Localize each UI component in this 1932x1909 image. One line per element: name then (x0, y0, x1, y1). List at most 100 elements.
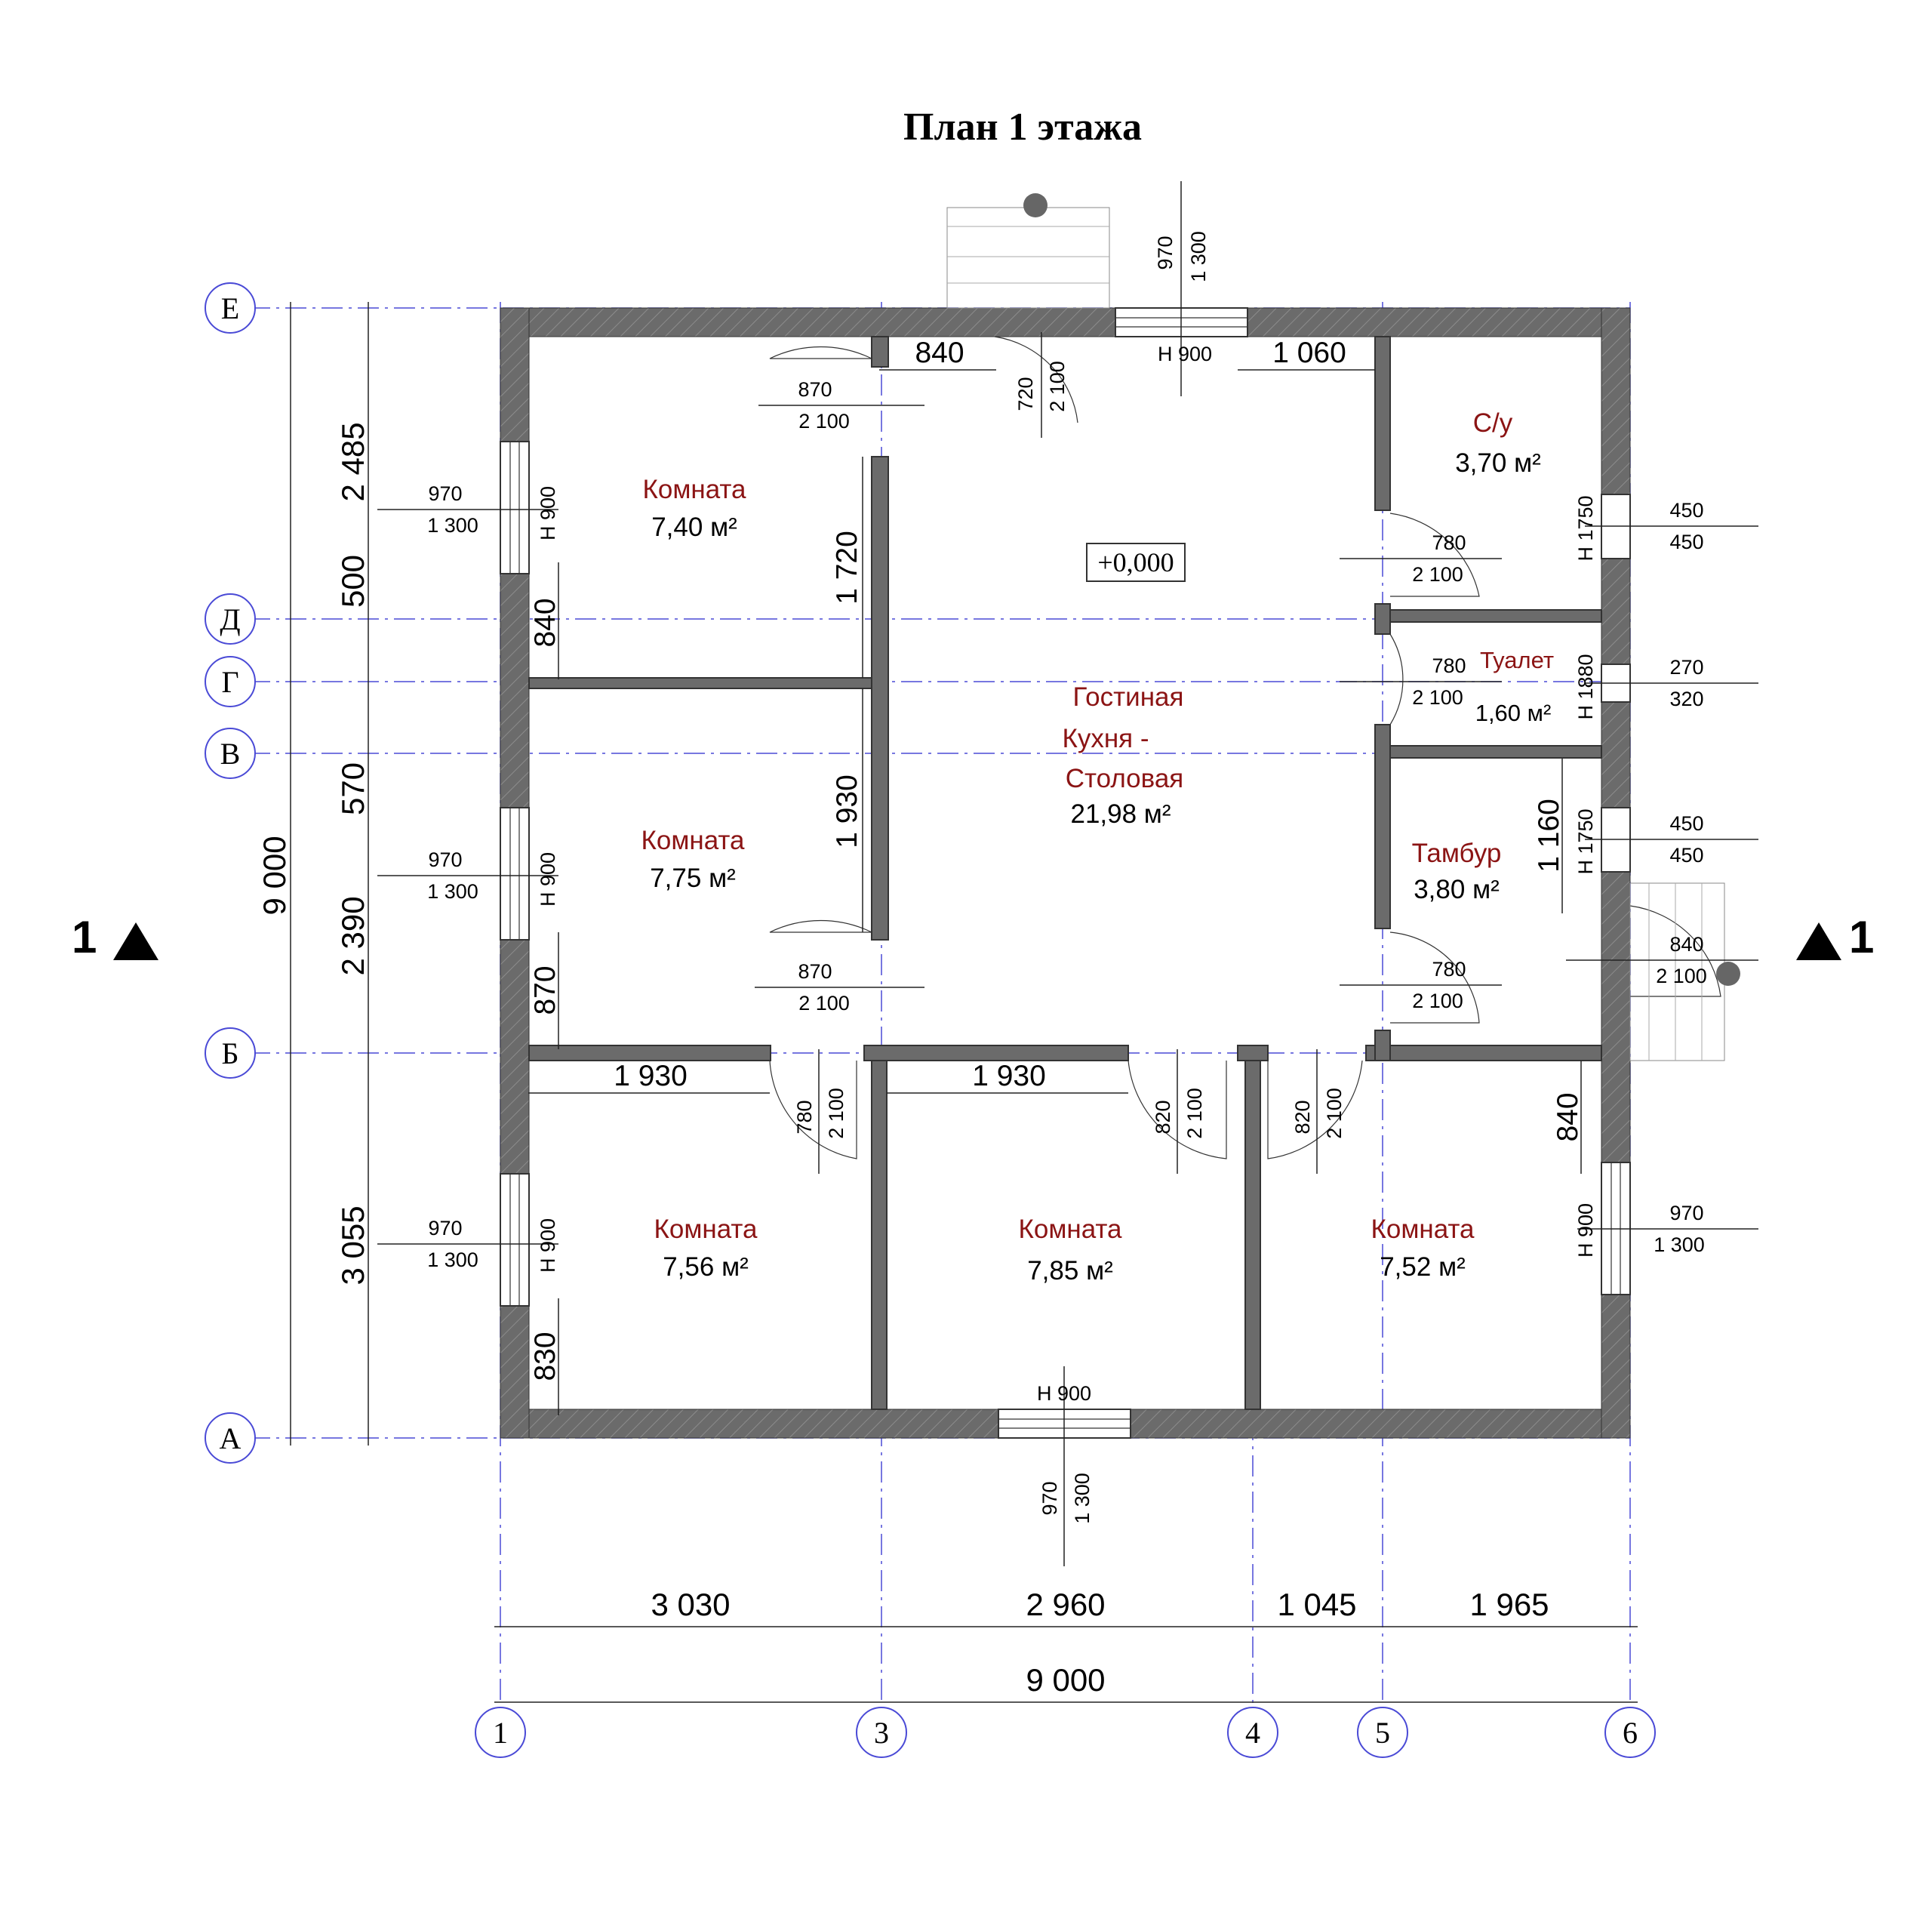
room-name-living-1: Гостиная (1073, 682, 1184, 712)
dim-left-570: 570 (335, 762, 371, 815)
door-5-width: 780 (1432, 654, 1466, 677)
dim-left-830: 830 (529, 1332, 561, 1381)
window-2-width: 970 (428, 848, 462, 871)
room-labels: Комната 7,40 м² Комната 7,75 м² Комната … (641, 408, 1554, 1285)
plan-title: План 1 этажа (903, 106, 1142, 149)
door-6-width: 780 (1432, 958, 1466, 981)
section-markers: 1 1 (72, 912, 1874, 962)
window-7-sill: Н 1750 (1574, 495, 1597, 561)
dim-bottom-inner-1930-left: 1 930 (614, 1060, 688, 1092)
room-area-bath: 3,70 м² (1455, 448, 1541, 478)
window-2-height: 1 300 (427, 880, 478, 903)
door-3-width: 720 (1014, 377, 1037, 411)
window-7-height: 450 (1669, 531, 1703, 553)
dim-bottom-2960: 2 960 (1026, 1587, 1105, 1622)
room-area-1: 7,40 м² (651, 513, 737, 542)
room-name-2: Комната (641, 826, 745, 855)
door-1-width: 870 (798, 378, 832, 401)
axis-bubble-b: Б (222, 1036, 239, 1070)
axis-bubble-a: А (220, 1421, 242, 1455)
door-8-height: 2 100 (825, 1088, 848, 1139)
door-3-height: 2 100 (1046, 361, 1069, 412)
window-1-width: 970 (428, 482, 462, 505)
dim-wall-1720: 1 720 (831, 531, 863, 605)
window-1-sill: Н 900 (537, 486, 559, 540)
door-2-width: 870 (798, 960, 832, 983)
window-9-height: 450 (1669, 844, 1703, 867)
window-3-sill: Н 900 (537, 1218, 559, 1273)
dim-left-2485: 2 485 (335, 422, 371, 501)
room-area-vestibule: 3,80 м² (1414, 875, 1500, 904)
axis-bubble-1: 1 (493, 1716, 508, 1750)
axis-letters: Е Д Г В Б А (205, 282, 256, 1464)
dim-bottom-1965: 1 965 (1469, 1587, 1549, 1622)
window-6-width: 970 (1038, 1481, 1061, 1515)
window-9-width: 450 (1669, 812, 1703, 835)
axis-bubble-5: 5 (1375, 1716, 1390, 1750)
dim-left-2390: 2 390 (335, 896, 371, 975)
dim-left-total: 9 000 (257, 836, 292, 915)
axis-numbers: 1 3 4 5 6 (475, 1707, 1656, 1758)
window-5-height: 1 300 (1187, 231, 1210, 282)
window-3-width: 970 (428, 1217, 462, 1239)
dim-bottom-total: 9 000 (1026, 1662, 1105, 1698)
room-area-3: 7,56 м² (663, 1252, 749, 1282)
door-9-width: 820 (1152, 1100, 1174, 1134)
window-6-height: 1 300 (1071, 1473, 1094, 1524)
room-area-4: 7,85 м² (1027, 1256, 1113, 1285)
window-5-sill: Н 900 (1158, 343, 1212, 365)
window-2-sill: Н 900 (537, 852, 559, 907)
axis-bubble-d: Д (220, 602, 240, 636)
window-6-sill: Н 900 (1037, 1382, 1091, 1405)
door-4-height: 2 100 (1412, 563, 1463, 586)
dim-left-840: 840 (529, 598, 561, 647)
window-5-width: 970 (1154, 236, 1177, 269)
dim-left-3055: 3 055 (335, 1205, 371, 1285)
room-name-bath: С/у (1473, 408, 1513, 438)
axis-bubble-3: 3 (874, 1716, 889, 1750)
door-9-height: 2 100 (1183, 1088, 1206, 1139)
room-name-living-2: Кухня - (1062, 724, 1149, 753)
door-5-height: 2 100 (1412, 686, 1463, 709)
window-8-sill: Н 1880 (1574, 654, 1597, 719)
room-name-vestibule: Тамбур (1412, 839, 1502, 868)
window-4-sill: Н 900 (1574, 1203, 1597, 1258)
bottom-dimensions: 3 030 2 960 1 045 1 965 9 000 (494, 1587, 1638, 1703)
section-label-right: 1 (1849, 912, 1874, 962)
window-8-height: 320 (1669, 688, 1703, 710)
window-4-width: 970 (1669, 1202, 1703, 1224)
window-8-width: 270 (1669, 656, 1703, 679)
inner-dimensions: 840 1 060 1 720 1 930 840 870 830 1 930 … (528, 337, 1584, 1415)
room-name-1: Комната (642, 475, 746, 504)
window-3-height: 1 300 (427, 1249, 478, 1271)
axis-bubble-e: Е (221, 291, 239, 325)
room-area-2: 7,75 м² (650, 864, 736, 893)
dim-vestibule-1160: 1 160 (1533, 799, 1565, 873)
room-name-toilet: Туалет (1480, 647, 1554, 673)
door-7-width: 840 (1669, 933, 1703, 956)
door-8-width: 780 (793, 1100, 816, 1134)
room-name-living-3: Столовая (1066, 764, 1184, 793)
porches (946, 193, 1740, 1061)
axis-bubble-v: В (220, 737, 241, 771)
room-area-toilet: 1,60 м² (1475, 700, 1552, 726)
door-10-height: 2 100 (1323, 1088, 1346, 1139)
level-box (1086, 543, 1186, 582)
level-mark: +0,000 (1097, 547, 1174, 577)
room-name-4: Комната (1018, 1215, 1122, 1244)
window-9-sill: Н 1750 (1574, 808, 1597, 874)
door-2-height: 2 100 (798, 992, 850, 1015)
window-4-height: 1 300 (1654, 1233, 1705, 1256)
dim-wall-1930: 1 930 (831, 774, 863, 848)
dim-top-840: 840 (915, 337, 964, 369)
dim-left-500: 500 (335, 555, 371, 608)
axis-bubble-6: 6 (1623, 1716, 1638, 1750)
left-dimensions: 9 000 2 485 500 570 2 390 3 055 (257, 302, 371, 1446)
window-1-height: 1 300 (427, 514, 478, 537)
dim-bottom-1045: 1 045 (1277, 1587, 1356, 1622)
axis-bubble-g: Г (221, 665, 238, 699)
room-area-living: 21,98 м² (1070, 799, 1171, 829)
room-area-5: 7,52 м² (1380, 1252, 1466, 1282)
door-7-height: 2 100 (1656, 965, 1707, 987)
